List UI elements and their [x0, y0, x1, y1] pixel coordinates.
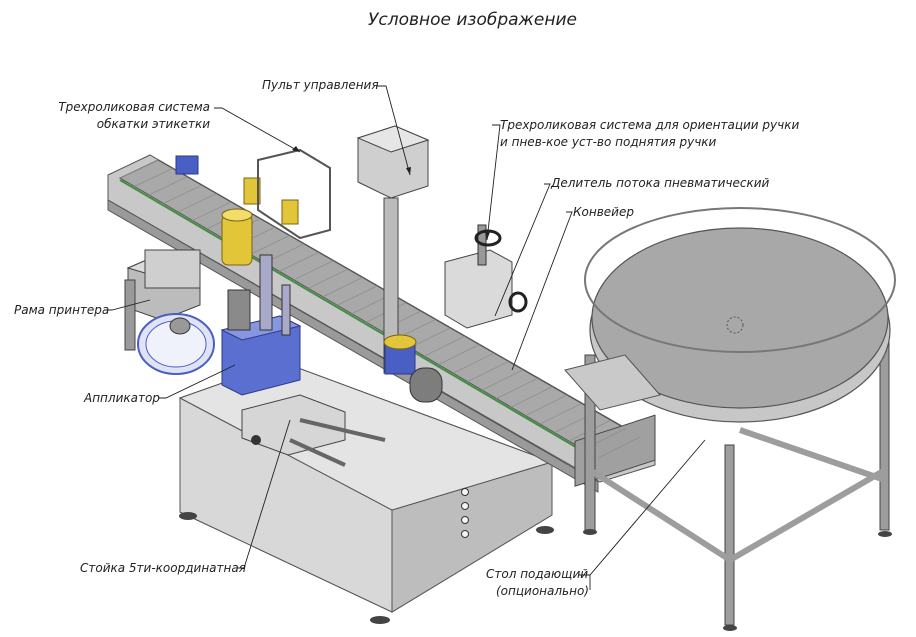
- callout-arrowheads: [292, 146, 490, 240]
- conveyor-slat: [525, 394, 568, 416]
- conveyor-slat: [279, 251, 319, 272]
- conveyor-slat: [481, 369, 524, 391]
- callout-leaders: [104, 85, 706, 590]
- conveyor-slat: [438, 344, 480, 366]
- feed-table: [564, 207, 896, 631]
- diagram-title: Условное изображение: [368, 10, 577, 30]
- callout-feed-table-line1: Стол подающий: [486, 567, 589, 581]
- label-reel: [137, 313, 215, 375]
- container-on-conveyor: [383, 334, 443, 403]
- triroller-labeling-assembly: [175, 148, 331, 266]
- callout-applicator: Аппликатор: [84, 391, 160, 405]
- callout-triroller-handle-line1: Трехроликовая система для ориентации руч…: [500, 118, 800, 132]
- conveyor-slat: [452, 352, 495, 374]
- conveyor-slat: [510, 386, 553, 408]
- five-axis-stand: [241, 394, 386, 467]
- conveyor-slat: [424, 335, 465, 357]
- callout-printer-frame: Рама принтера: [14, 303, 110, 317]
- conveyor-slat: [192, 201, 232, 221]
- callout-triroller-labeling-line1: Трехроликовая система: [58, 100, 210, 114]
- handle-orientation-unit: [444, 224, 528, 329]
- conveyor-slat: [496, 377, 538, 399]
- conveyor-slat: [409, 327, 451, 349]
- conveyor-slat: [308, 268, 349, 289]
- conveyor-slat: [134, 168, 173, 187]
- conveyor-slat: [293, 260, 334, 281]
- conveyor-slat: [148, 176, 188, 196]
- conveyor-slat: [467, 361, 509, 382]
- conveyor-slat: [119, 159, 159, 179]
- callout-flow-divider: Делитель потока пневматический: [551, 176, 770, 190]
- callout-triroller-handle-line2: и пнев-кое уст-во поднятия ручки: [500, 135, 717, 149]
- applicator-unit: [220, 254, 302, 396]
- printer-frame: [124, 249, 202, 351]
- conveyor-slat: [250, 235, 290, 255]
- conveyor-slat: [177, 193, 217, 213]
- conveyor-slat: [539, 403, 582, 425]
- conveyor-slat: [163, 184, 202, 204]
- callout-triroller-labeling-line2: обкатки этикетки: [96, 117, 210, 131]
- conveyor-slat: [337, 285, 378, 306]
- callout-feed-table-line2: (опционально): [496, 584, 589, 598]
- callout-control-panel: Пульт управления: [262, 78, 379, 92]
- callout-conveyor: Конвейер: [573, 205, 634, 219]
- conveyor-slat: [322, 277, 363, 298]
- conveyor-slat: [597, 436, 641, 459]
- callout-stand-5axis: Стойка 5ти-координатная: [80, 561, 246, 575]
